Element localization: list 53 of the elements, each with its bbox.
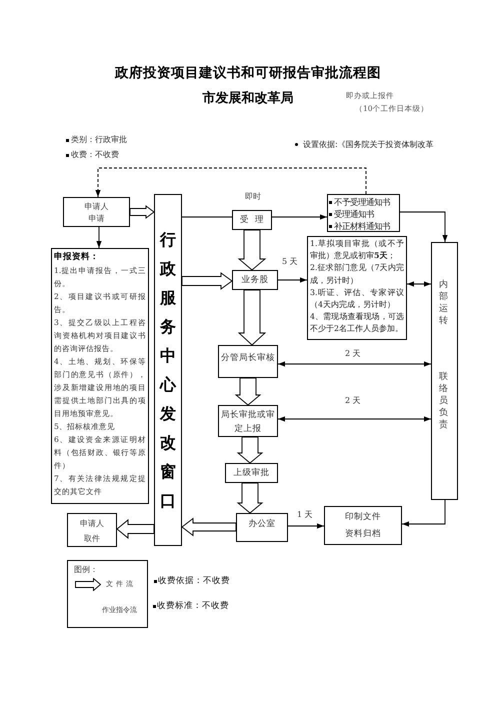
- edge-label: 2 天: [345, 349, 361, 359]
- note-text: 类别：行政审批: [71, 135, 127, 145]
- double-arrow: [278, 416, 432, 422]
- legend-title: 图例：: [74, 565, 98, 575]
- note-text: 收费：不收费: [71, 150, 119, 160]
- liaison-box: [431, 242, 458, 500]
- arrow: [278, 277, 308, 283]
- hollow-arrow: [236, 482, 264, 514]
- arrow: [288, 523, 324, 529]
- notice-item: 补正材料通知书: [334, 221, 390, 231]
- process-box: 业务股: [232, 270, 278, 290]
- hollow-arrow: [238, 290, 266, 346]
- notice-item: 不予受理通知书: [334, 197, 390, 207]
- vertical-label: 内部运转: [439, 279, 449, 327]
- edge-label: 5 天: [282, 257, 298, 267]
- heading-text: 申报资料：: [54, 251, 100, 264]
- edge-label: 2 天: [345, 396, 361, 406]
- hollow-arrow: [130, 205, 155, 219]
- note-text: 收费标准：不收费: [157, 601, 229, 612]
- process-box: 局长审批或审定上报: [218, 405, 278, 437]
- hollow-arrow: [181, 518, 236, 536]
- applicant-box: 申请人申请: [63, 197, 130, 227]
- edge-label: 1 天: [297, 510, 313, 520]
- dashed-arrow: [95, 168, 366, 198]
- process-box: 上级审批: [225, 463, 278, 483]
- subtitle: 市发展和改革局: [202, 90, 294, 107]
- process-box: 办公室: [236, 513, 288, 542]
- connector-line: [182, 216, 232, 218]
- archive-box: 印制文件资料归档: [324, 506, 402, 545]
- vertical-label: 联络员负责: [439, 371, 449, 431]
- step-label: 受理: [239, 215, 270, 226]
- notice-item: 受理通知书: [334, 209, 374, 219]
- double-arrow: [278, 361, 432, 367]
- hollow-arrow: [116, 519, 154, 539]
- arrow: [402, 500, 446, 527]
- arrow: [400, 212, 448, 242]
- process-box: 分管局长审核: [218, 345, 278, 378]
- double-arrow: [406, 281, 432, 287]
- time-label: 即时: [245, 191, 261, 202]
- hollow-arrow: [238, 230, 266, 271]
- hollow-arrow: [182, 272, 233, 290]
- hollow-arrow: [234, 378, 262, 406]
- hollow-arrow: [236, 436, 264, 464]
- task-list-box: [307, 236, 407, 340]
- notice-box: [327, 194, 400, 232]
- arrow: [96, 226, 102, 248]
- title: 政府投资项目建议书和可研报告审批流程图: [115, 64, 381, 82]
- applicant-box: 申请人取件: [67, 513, 117, 547]
- arrow: [272, 214, 328, 220]
- note-text: 收费依据：不收费: [158, 576, 230, 587]
- document-list-box: [51, 248, 149, 504]
- service-window-box: 行政服务中心发改窗口: [154, 194, 182, 546]
- note-text: 设置依据:《国务院关于投资体制改革: [303, 140, 434, 150]
